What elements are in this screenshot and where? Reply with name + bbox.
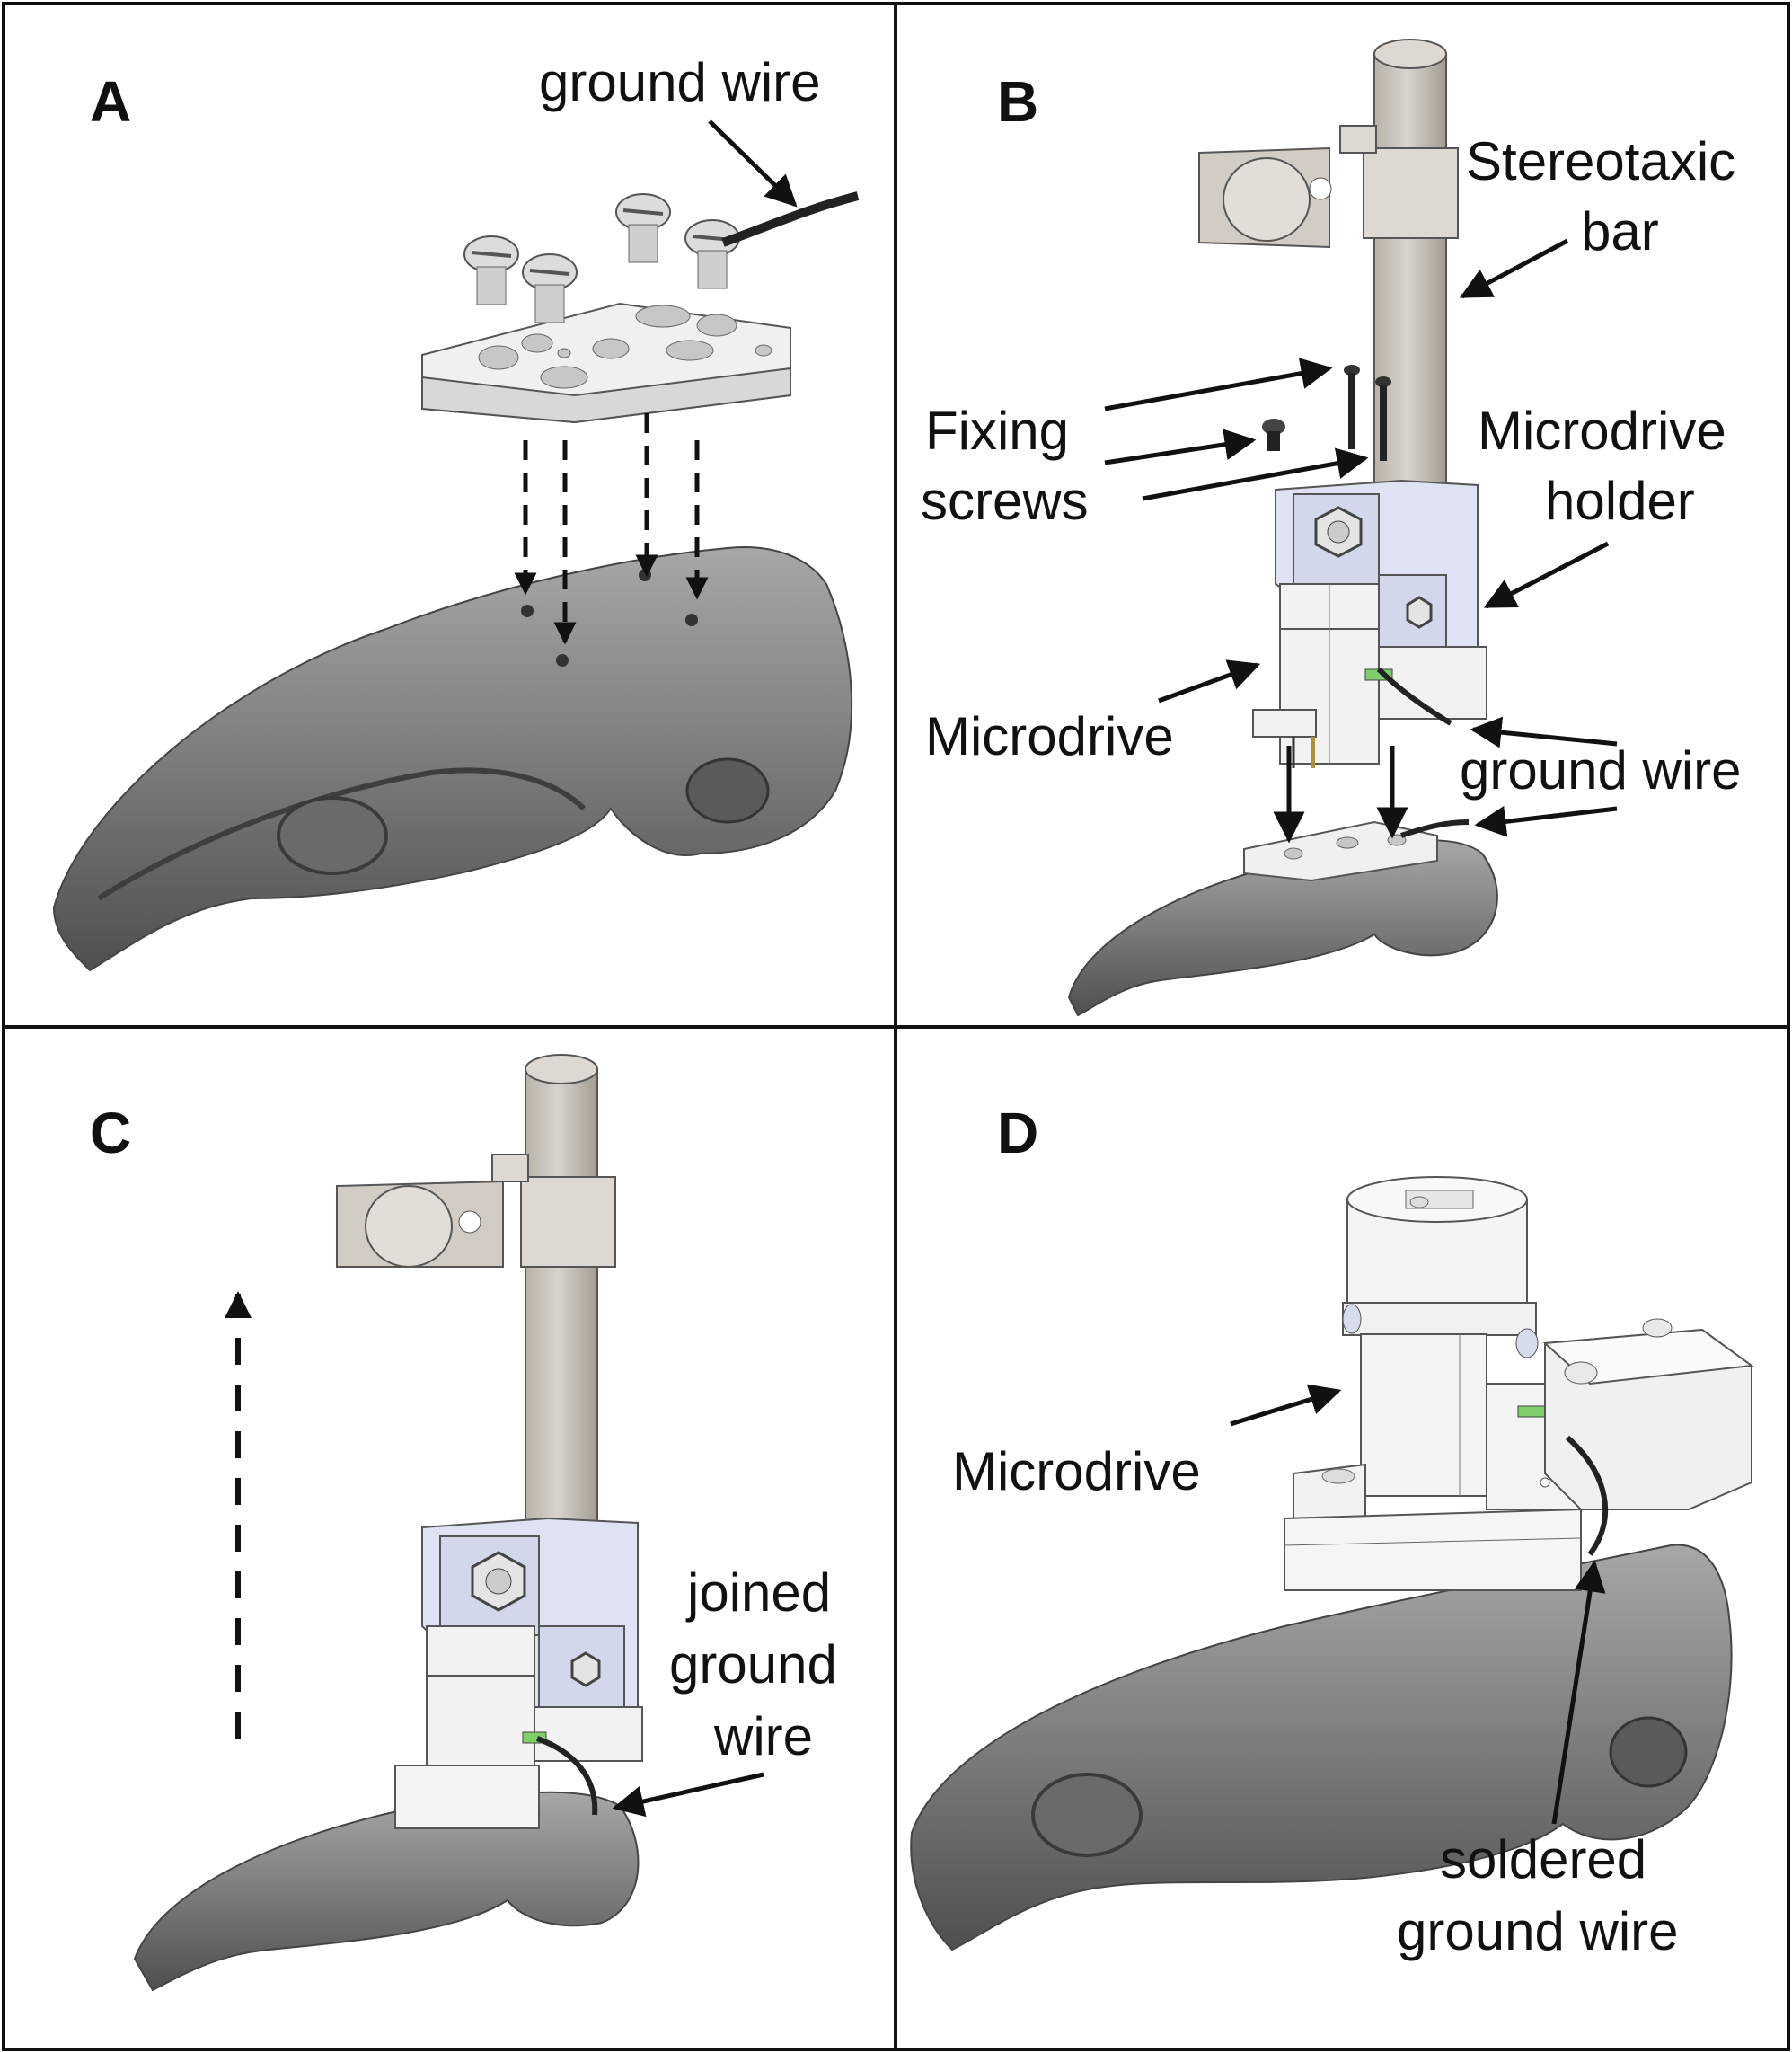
ground-wire-arrow-1	[1470, 716, 1618, 748]
panel-c-letter: C	[90, 1101, 131, 1165]
microdrive-holder-label-2: holder	[1545, 471, 1695, 531]
fixing-screws-arrows	[1104, 358, 1369, 501]
microdrive-holder	[1542, 1318, 1754, 1510]
skull-illustration	[133, 1791, 640, 1992]
panel-a: A	[52, 52, 860, 972]
stereotaxic-bar	[336, 1054, 616, 1555]
panel-c: C	[90, 1054, 837, 1992]
ground-wire-arrow-2	[1474, 805, 1618, 837]
ground-wire-label: ground wire	[539, 52, 821, 112]
skull-illustration	[1067, 839, 1498, 1017]
joined-ground-wire-arrow	[612, 1772, 764, 1818]
panel-d-letter: D	[997, 1101, 1038, 1165]
panel-b: B	[921, 39, 1742, 1017]
joined-ground-wire-label-2: ground	[669, 1634, 837, 1695]
ground-wire	[721, 191, 860, 247]
ground-wire-arrow	[708, 119, 798, 208]
ground-wire-label: ground wire	[1460, 740, 1742, 801]
microdrive-holder-arrow	[1483, 541, 1610, 609]
fixing-screws	[1262, 365, 1391, 461]
panel-a-letter: A	[90, 69, 131, 134]
placement-arrows	[514, 413, 709, 645]
mounting-arrows	[1273, 746, 1408, 844]
microdrive-label: Microdrive	[952, 1441, 1201, 1501]
microdrive	[1284, 1176, 1582, 1591]
stereotaxic-bar-label-2: bar	[1581, 201, 1659, 261]
stereotaxic-bar-label: Stereotaxic	[1466, 131, 1735, 191]
fixing-screws	[463, 193, 740, 323]
ground-wire	[1400, 819, 1470, 838]
microdrive-arrow	[1158, 659, 1261, 704]
fixing-screws-label-2: screws	[921, 471, 1089, 531]
microdrive	[394, 1625, 643, 1829]
skull-illustration	[52, 546, 853, 972]
soldered-ground-wire-label: soldered	[1440, 1829, 1646, 1889]
stereotaxic-bar-arrow	[1459, 238, 1569, 299]
joined-ground-wire-label-3: wire	[713, 1706, 813, 1766]
microdrive-label: Microdrive	[925, 706, 1174, 766]
panel-b-letter: B	[997, 69, 1038, 134]
ground-wire	[535, 1736, 598, 1816]
fixing-screws-label: Fixing	[925, 401, 1069, 461]
soldered-ground-wire-arrow	[1551, 1560, 1606, 1825]
ground-wire	[1376, 667, 1452, 726]
ground-wire	[1566, 1435, 1609, 1556]
joined-ground-wire-label: joined	[685, 1562, 831, 1623]
headstage-plate	[421, 302, 791, 424]
microdrive-holder-label: Microdrive	[1478, 401, 1726, 461]
soldered-ground-wire-label-2: ground wire	[1397, 1901, 1679, 1961]
microdrive-arrow	[1230, 1384, 1342, 1427]
skull-illustration	[910, 1544, 1733, 1951]
panel-d: D	[910, 1101, 1754, 1961]
